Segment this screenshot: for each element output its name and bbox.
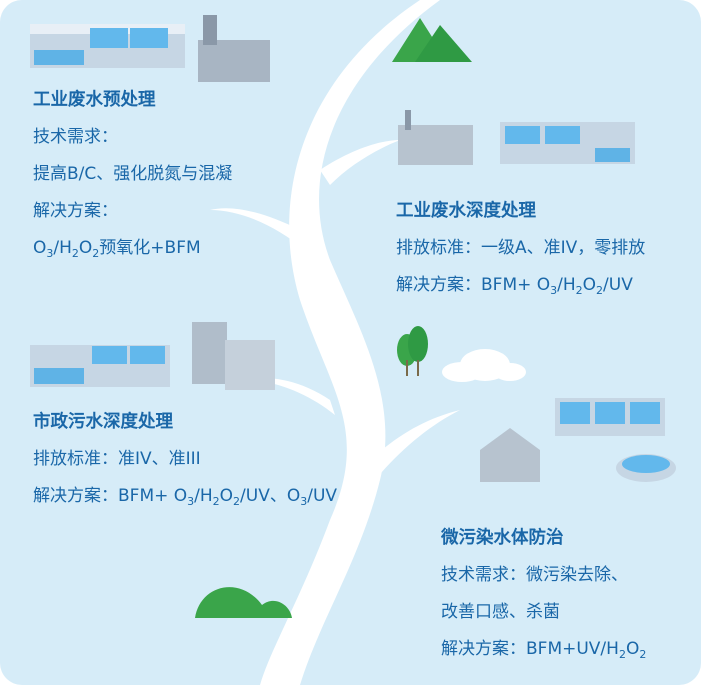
section-line: 改善口感、杀菌 xyxy=(441,602,560,622)
factory-icon xyxy=(398,110,473,165)
tree-icon xyxy=(397,326,428,376)
tank-icon xyxy=(555,398,665,436)
mountain-icon xyxy=(392,18,472,62)
round-tank-icon xyxy=(616,454,676,482)
branch xyxy=(360,410,460,480)
branch xyxy=(210,208,305,250)
section-line: O3/H2O2预氧化+BFM xyxy=(33,238,201,260)
section-line: 排放标准：准IV、准III xyxy=(33,449,201,469)
section-industrial-pretreatment: 工业废水预处理 技术需求： 提高B/C、强化脱氮与混凝 解决方案： O3/H2O… xyxy=(33,82,232,267)
bush-icon xyxy=(195,587,292,618)
section-title: 工业废水深度处理 xyxy=(396,201,536,221)
factory-icon xyxy=(198,15,270,82)
section-industrial-advanced: 工业废水深度处理 排放标准：一级A、准IV，零排放 解决方案：BFM+ O3/H… xyxy=(396,193,645,304)
section-line: 技术需求：微污染去除、 xyxy=(441,565,628,585)
section-line: 解决方案：BFM+ O3/H2O2/UV xyxy=(396,275,633,297)
section-title: 工业废水预处理 xyxy=(33,90,156,110)
cloud-icon xyxy=(442,349,526,382)
section-line: 解决方案： xyxy=(33,201,118,221)
section-line: 提高B/C、强化脱氮与混凝 xyxy=(33,164,233,184)
branch xyxy=(320,140,400,185)
section-line: 技术需求： xyxy=(33,127,118,147)
tank-icon xyxy=(500,122,635,164)
section-line: 解决方案：BFM+ O3/H2O2/UV、O3/UV xyxy=(33,486,338,508)
section-title: 市政污水深度处理 xyxy=(33,412,173,432)
building-icon xyxy=(192,322,275,390)
section-line: 排放标准：一级A、准IV，零排放 xyxy=(396,238,646,258)
section-line: 解决方案：BFM+UV/H2O2 xyxy=(441,639,647,661)
tank-icon xyxy=(30,24,185,68)
section-micro-polluted-water: 微污染水体防治 技术需求：微污染去除、 改善口感、杀菌 解决方案：BFM+UV/… xyxy=(441,520,646,668)
tree-trunk xyxy=(260,0,440,685)
house-icon xyxy=(480,428,540,482)
branch xyxy=(250,378,335,415)
section-title: 微污染水体防治 xyxy=(441,528,564,548)
tank-icon xyxy=(30,345,170,387)
section-municipal-advanced: 市政污水深度处理 排放标准：准IV、准III 解决方案：BFM+ O3/H2O2… xyxy=(33,404,337,515)
